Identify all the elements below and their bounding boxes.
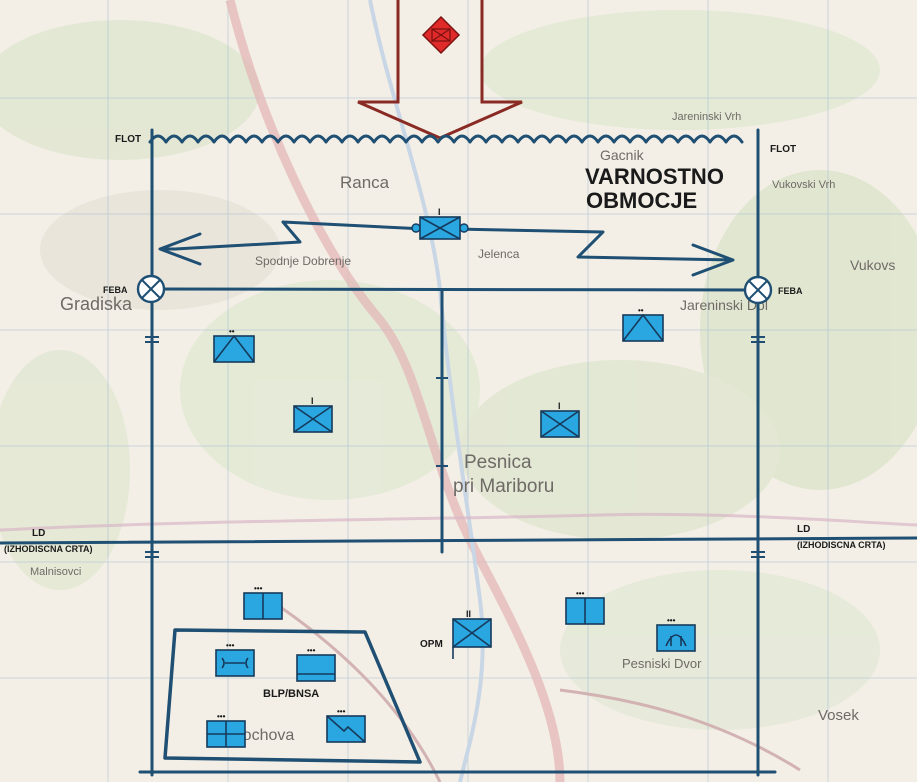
- place-names: Ranca Jelenca Spodnje Dobrenje Gradiska …: [30, 111, 895, 744]
- feba-strongpoint-icon: [136, 274, 166, 304]
- place-jelenca: Jelenca: [478, 247, 520, 261]
- infantry-unit-icon: I: [540, 401, 580, 438]
- svg-text:•••: •••: [254, 584, 263, 593]
- svg-text:•••: •••: [226, 641, 235, 650]
- svg-text:••: ••: [229, 327, 235, 336]
- screen-arrow: [158, 220, 735, 277]
- place-pesniski-dvor: Pesniski Dvor: [622, 656, 702, 671]
- place-malnisovci: Malnisovci: [30, 566, 81, 578]
- feba-label-right: FEBA: [778, 286, 803, 296]
- svg-text:••: ••: [638, 306, 644, 315]
- flot-label-right: FLOT: [770, 144, 796, 155]
- supply-unit-icon: •••: [296, 646, 336, 682]
- ld-label-right: LD: [797, 524, 810, 535]
- svg-text:•••: •••: [337, 707, 346, 716]
- security-zone-label-line1: VARNOSTNO: [585, 164, 724, 189]
- artillery-unit-icon: •••: [656, 616, 696, 652]
- place-pesnica: Pesnica: [464, 452, 532, 473]
- svg-text:I: I: [438, 207, 441, 217]
- place-vukovs: Vukovs: [850, 257, 895, 273]
- ld-label-left-sub: (IZHODISCNA CRTA): [4, 544, 93, 554]
- screen-unit-icon: I: [411, 207, 469, 240]
- ld-line: [0, 536, 917, 545]
- flot-line: [148, 134, 744, 144]
- svg-text:•••: •••: [667, 616, 676, 625]
- opm-label: OPM: [420, 639, 443, 650]
- terrain-texture: [0, 10, 917, 730]
- svg-text:•••: •••: [307, 646, 316, 655]
- blp-label: BLP/BNSA: [263, 688, 319, 700]
- place-jareninski-vrh: Jareninski Vrh: [672, 111, 741, 123]
- ld-label-left: LD: [32, 528, 45, 539]
- place-pochova: Pochova: [232, 727, 294, 744]
- place-ranca: Ranca: [340, 173, 390, 192]
- supply-unit-icon: •••: [243, 584, 283, 620]
- engineer-unit-icon: ••: [213, 327, 255, 363]
- place-spodnje-dobrenje: Spodnje Dobrenje: [255, 254, 351, 268]
- boundary-lines: [138, 128, 777, 777]
- support-area-boundary: [163, 628, 422, 764]
- place-vosek: Vosek: [818, 707, 859, 724]
- engineer-unit-icon: ••: [622, 306, 664, 342]
- infantry-unit-icon: I: [293, 396, 333, 433]
- medical-unit-icon: •••: [206, 712, 246, 748]
- place-gradiska: Gradiska: [60, 294, 133, 314]
- boundary-tick-icon: [145, 336, 765, 558]
- svg-text:I: I: [558, 401, 561, 411]
- svg-text:I: I: [311, 396, 314, 406]
- place-jareninski-dol: Jareninski Dol: [680, 297, 768, 313]
- signal-unit-icon: •••: [326, 707, 366, 743]
- place-pri-mariboru: pri Mariboru: [453, 476, 554, 497]
- svg-text:•••: •••: [217, 712, 226, 721]
- security-zone-label-line2: OBMOCJE: [586, 188, 697, 213]
- feba-strongpoint-icon: [743, 275, 773, 305]
- feba-label-left: FEBA: [103, 285, 128, 295]
- supply-unit-icon: •••: [565, 589, 605, 625]
- place-vukovski-vrh: Vukovski Vrh: [772, 179, 835, 191]
- infantry-unit-icon: II: [452, 609, 492, 659]
- flot-label-left: FLOT: [115, 134, 141, 145]
- ld-label-right-sub: (IZHODISCNA CRTA): [797, 540, 886, 550]
- svg-text:II: II: [466, 609, 471, 619]
- maintenance-unit-icon: •••: [215, 641, 255, 677]
- svg-text:•••: •••: [576, 589, 585, 598]
- place-gacnik: Gacnik: [600, 147, 645, 163]
- feba-line: [148, 287, 760, 292]
- enemy-unit-icon: [421, 15, 461, 55]
